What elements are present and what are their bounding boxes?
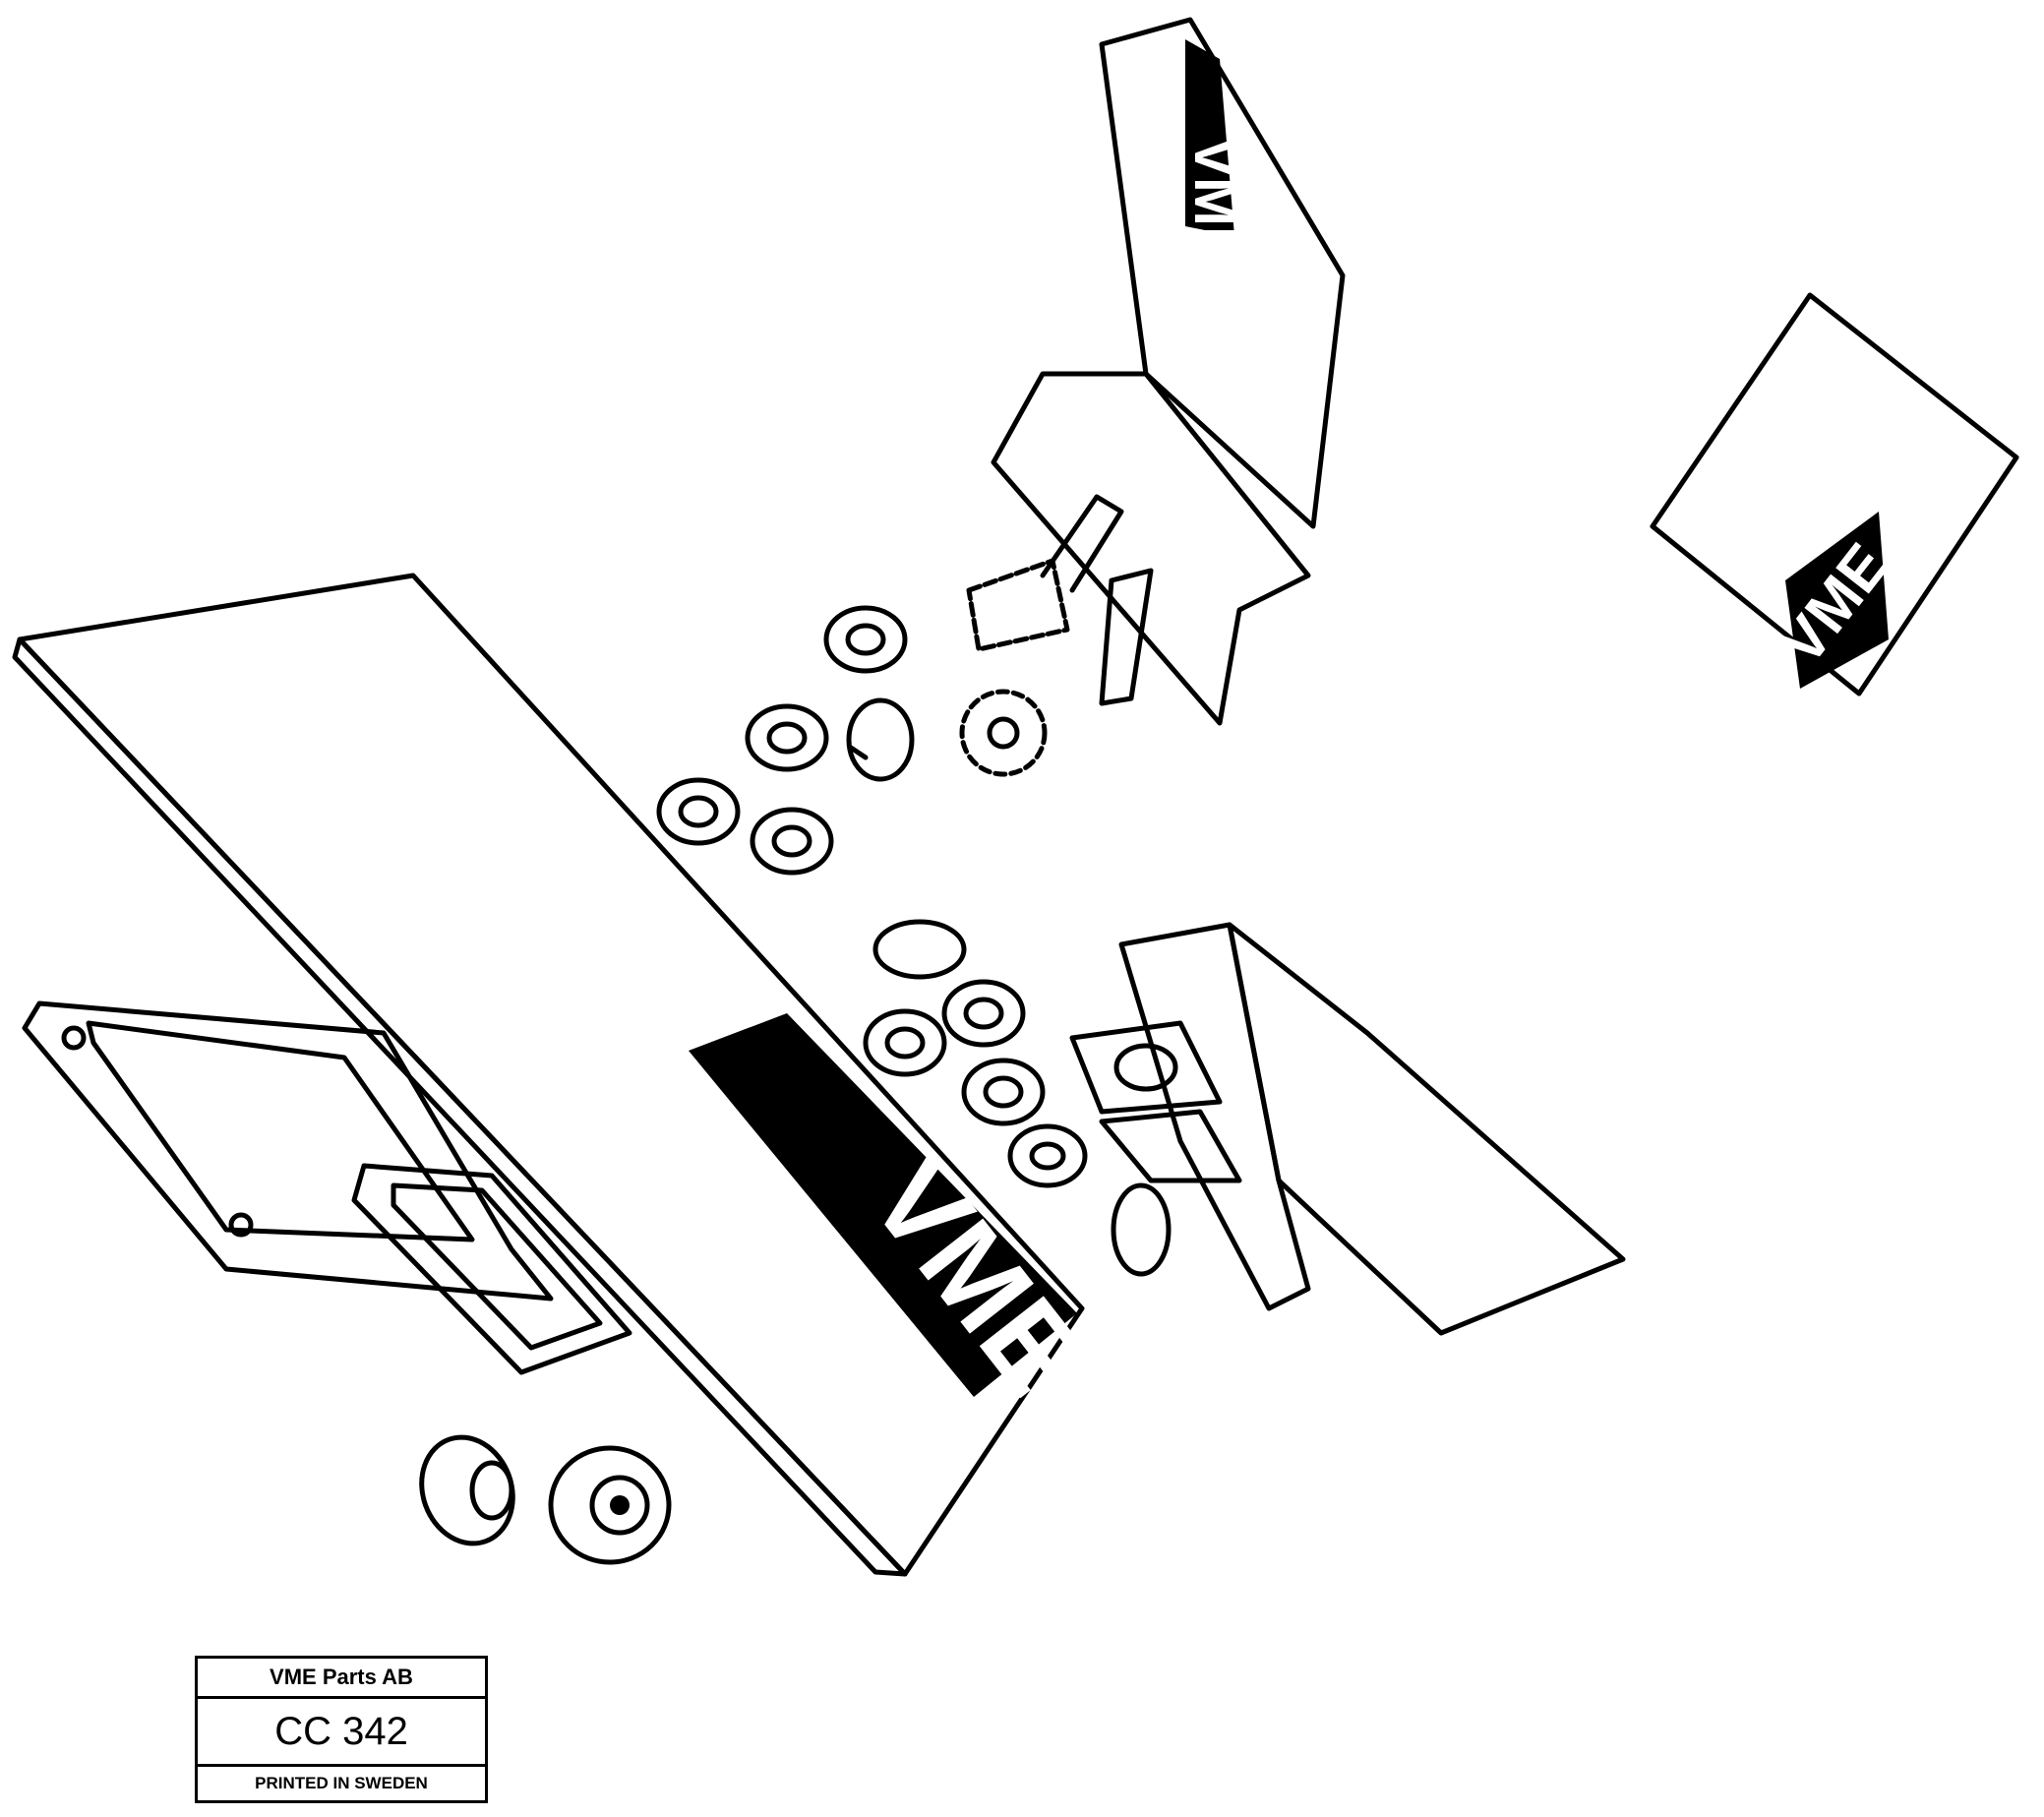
- gasket-large: [22, 1000, 554, 1302]
- gasket-small: [351, 1163, 632, 1375]
- label-company: VME Parts AB: [198, 1659, 485, 1699]
- flange-gasket: [1069, 1020, 1223, 1115]
- parts-label: VME Parts AB CC 342 PRINTED IN SWEDEN: [195, 1656, 488, 1803]
- label-printed: PRINTED IN SWEDEN: [255, 1774, 428, 1792]
- washer-group: [656, 605, 1172, 1277]
- gear-small: [959, 689, 1048, 777]
- top-kit-box: VME: [991, 17, 1346, 726]
- bearing-left: [419, 1434, 515, 1546]
- top-box-brand-text: VME: [1182, 138, 1248, 266]
- gear-shaft: [966, 494, 1124, 652]
- large-kit-box: VME: [12, 573, 1107, 1577]
- label-code: CC 342: [198, 1699, 485, 1767]
- right-kit-box: [1099, 922, 1626, 1336]
- bushing: [846, 697, 915, 782]
- small-kit-box: VME: [1650, 292, 2019, 697]
- pin: [1099, 568, 1154, 706]
- bearing-right: [548, 1445, 672, 1565]
